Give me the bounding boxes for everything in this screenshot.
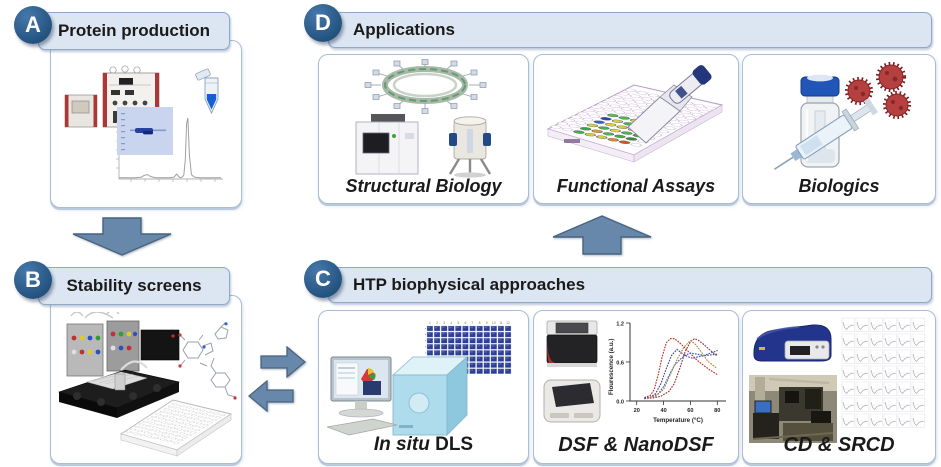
arrow-c-to-d <box>552 215 652 255</box>
svg-text:9: 9 <box>486 321 488 325</box>
srcd-beamline-photo <box>749 375 837 443</box>
synchrotron-icon <box>364 59 487 114</box>
panel-b-header: Stability screens <box>38 267 230 305</box>
chemical-structures-icon <box>178 322 237 400</box>
xtick-60: 60 <box>687 408 693 414</box>
fplc-system-icon <box>64 65 160 128</box>
dls-instrument-icon <box>391 355 469 437</box>
cd-spectra-grid <box>841 317 925 428</box>
svg-text:8: 8 <box>479 321 481 325</box>
card-biologics-label: Biologics <box>798 176 880 196</box>
label-in-situ: In situ <box>373 434 430 455</box>
panel-a-header: Protein production <box>38 12 230 50</box>
panel-c-badge: C <box>304 260 342 298</box>
xtick-80: 80 <box>714 408 720 414</box>
nanodsf-instrument-icon <box>546 320 598 367</box>
vial-syringe-icon <box>773 74 879 170</box>
nmr-magnet-icon <box>448 116 492 178</box>
xtick-40: 40 <box>660 408 666 414</box>
uv-trace-curve <box>119 117 221 179</box>
card-cd-srcd-label: CD & SRCD <box>783 434 895 456</box>
dls-computer-icon <box>327 356 398 436</box>
panel-c-header: HTP biophysical approaches <box>328 267 932 303</box>
panel-b-card <box>50 295 242 464</box>
card-dsf-nanodsf: 1.2 0.6 0.0 20 40 60 80 Temperature (°C)… <box>533 310 739 464</box>
ytick-06: 0.6 <box>616 361 624 367</box>
microplate-icon <box>119 399 233 457</box>
svg-text:5: 5 <box>457 321 459 325</box>
card-functional-assays: Functional Assays <box>533 54 739 204</box>
panel-d-header: Applications <box>328 12 932 48</box>
sample-tube-icon <box>195 68 219 115</box>
svg-text:1: 1 <box>429 321 431 325</box>
melt-curve-plot: 1.2 0.6 0.0 20 40 60 80 Temperature (°C)… <box>608 322 726 424</box>
svg-text:7: 7 <box>472 321 474 325</box>
card-biologics: Biologics <box>742 54 936 204</box>
panel-b-badge: B <box>14 261 52 299</box>
sds-page-gel-icon <box>117 107 173 155</box>
card-functional-assays-label: Functional Assays <box>556 176 716 196</box>
assay-plate-icon <box>546 65 724 163</box>
arrow-a-to-b <box>72 217 172 256</box>
svg-text:12: 12 <box>506 321 510 325</box>
ytick-12: 1.2 <box>616 322 624 328</box>
card-insitu-dls-label: In situ DLS <box>319 434 528 456</box>
svg-text:11: 11 <box>499 321 503 325</box>
melt-plot-xlabel: Temperature (°C) <box>653 417 703 424</box>
svg-text:3: 3 <box>443 321 445 325</box>
card-dsf-nanodsf-label: DSF & NanoDSF <box>558 434 714 456</box>
card-structural-biology-label: Structural Biology <box>345 176 502 196</box>
multichannel-pipette-icon <box>627 65 712 144</box>
melt-plot-ylabel: Flourescence (a.u.) <box>608 339 615 395</box>
svg-text:10: 10 <box>492 321 496 325</box>
qpcr-instrument-icon <box>543 379 601 423</box>
panel-b-title: Stability screens <box>66 276 202 295</box>
panel-a-badge: A <box>14 6 52 44</box>
panel-d-badge: D <box>304 4 342 42</box>
xray-diffractometer-icon <box>355 114 419 175</box>
xtick-20: 20 <box>634 408 640 414</box>
svg-text:4: 4 <box>450 321 452 325</box>
microplate-wells <box>126 403 226 444</box>
ytick-00: 0.0 <box>616 400 624 406</box>
melt-curves <box>644 337 718 400</box>
liquid-handler-robot-icon <box>57 312 180 418</box>
svg-text:2: 2 <box>436 321 438 325</box>
label-dls: DLS <box>429 434 474 455</box>
svg-text:6: 6 <box>464 321 466 325</box>
panel-a-title: Protein production <box>57 21 211 40</box>
card-structural-biology: Structural Biology <box>318 54 529 204</box>
cd-spectra-cells <box>841 317 925 428</box>
card-cd-srcd: CD & SRCD <box>742 310 936 464</box>
arrow-b-to-c <box>260 346 306 378</box>
cd-spectrometer-icon <box>753 324 832 362</box>
panel-c-title: HTP biophysical approaches <box>353 275 586 294</box>
panel-d-title: Applications <box>353 20 456 39</box>
panel-a-card <box>50 40 242 208</box>
arrow-c-to-b <box>248 380 294 412</box>
syringe-icon <box>773 97 879 170</box>
virus-particles-icon <box>844 61 912 120</box>
